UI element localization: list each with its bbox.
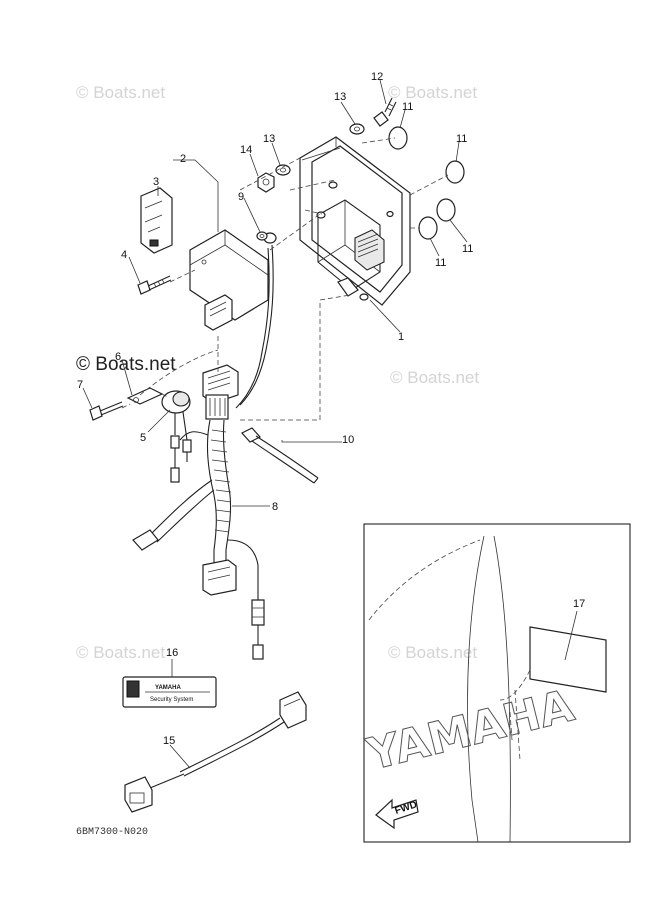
callout-3: 3 bbox=[153, 176, 159, 188]
callout-4: 4 bbox=[121, 249, 127, 261]
security-label-brand: YAMAHA bbox=[155, 685, 181, 691]
callout-11c: 11 bbox=[462, 243, 473, 255]
decal-17 bbox=[529, 626, 607, 693]
watermark-bottom-left: © Boats.net bbox=[76, 643, 165, 662]
watermark-top-right: © Boats.net bbox=[388, 83, 477, 102]
watermark-top-left: © Boats.net bbox=[76, 83, 165, 102]
callout-2: 2 bbox=[180, 153, 186, 165]
callout-14: 14 bbox=[240, 144, 252, 156]
callout-13a: 13 bbox=[334, 91, 346, 103]
callout-5: 5 bbox=[140, 432, 146, 444]
security-label: YAMAHA Security System bbox=[122, 676, 217, 708]
callout-11a: 11 bbox=[402, 101, 413, 113]
inset-frame bbox=[363, 523, 631, 843]
callout-numbers: 1 2 3 4 5 6 7 8 9 10 11 11 11 11 12 13 1… bbox=[77, 71, 585, 747]
cable-tie bbox=[241, 427, 319, 484]
security-label-caption: Security System bbox=[150, 697, 193, 703]
callout-10: 10 bbox=[342, 434, 354, 446]
inset-hull: YAMAHA FWD bbox=[361, 535, 579, 843]
bolt-12 bbox=[373, 97, 397, 127]
extension-harness bbox=[124, 691, 307, 813]
callout-6: 6 bbox=[115, 351, 121, 363]
callout-13b: 13 bbox=[263, 133, 275, 145]
watermark-prominent: © Boats.net bbox=[76, 354, 176, 375]
bolt-4 bbox=[137, 275, 172, 295]
callout-17: 17 bbox=[573, 598, 585, 610]
callout-7: 7 bbox=[77, 379, 83, 391]
diagram-code: 6BM7300-N020 bbox=[76, 827, 148, 838]
callout-15: 15 bbox=[163, 735, 175, 747]
callout-9: 9 bbox=[238, 191, 244, 203]
leader-lines bbox=[82, 79, 578, 769]
washer-9 bbox=[256, 231, 268, 241]
watermark-mid-right: © Boats.net bbox=[390, 368, 479, 387]
control-unit bbox=[189, 229, 269, 331]
grommets bbox=[388, 126, 465, 240]
housing-box bbox=[299, 136, 411, 306]
bracket-6 bbox=[126, 387, 164, 405]
wire-harness bbox=[132, 232, 277, 660]
callout-8: 8 bbox=[272, 501, 278, 513]
callout-11d: 11 bbox=[435, 257, 446, 269]
callout-11b: 11 bbox=[456, 133, 467, 145]
callout-12: 12 bbox=[371, 71, 383, 83]
callout-1: 1 bbox=[398, 331, 404, 343]
washers-13 bbox=[275, 123, 365, 176]
nut-14 bbox=[257, 172, 275, 193]
hull-lettering: YAMAHA bbox=[361, 680, 578, 781]
screw-7 bbox=[89, 401, 124, 421]
callout-16: 16 bbox=[166, 647, 178, 659]
buzzer bbox=[161, 390, 192, 483]
watermark-bottom-right: © Boats.net bbox=[388, 643, 477, 662]
cover-cap bbox=[140, 187, 173, 254]
